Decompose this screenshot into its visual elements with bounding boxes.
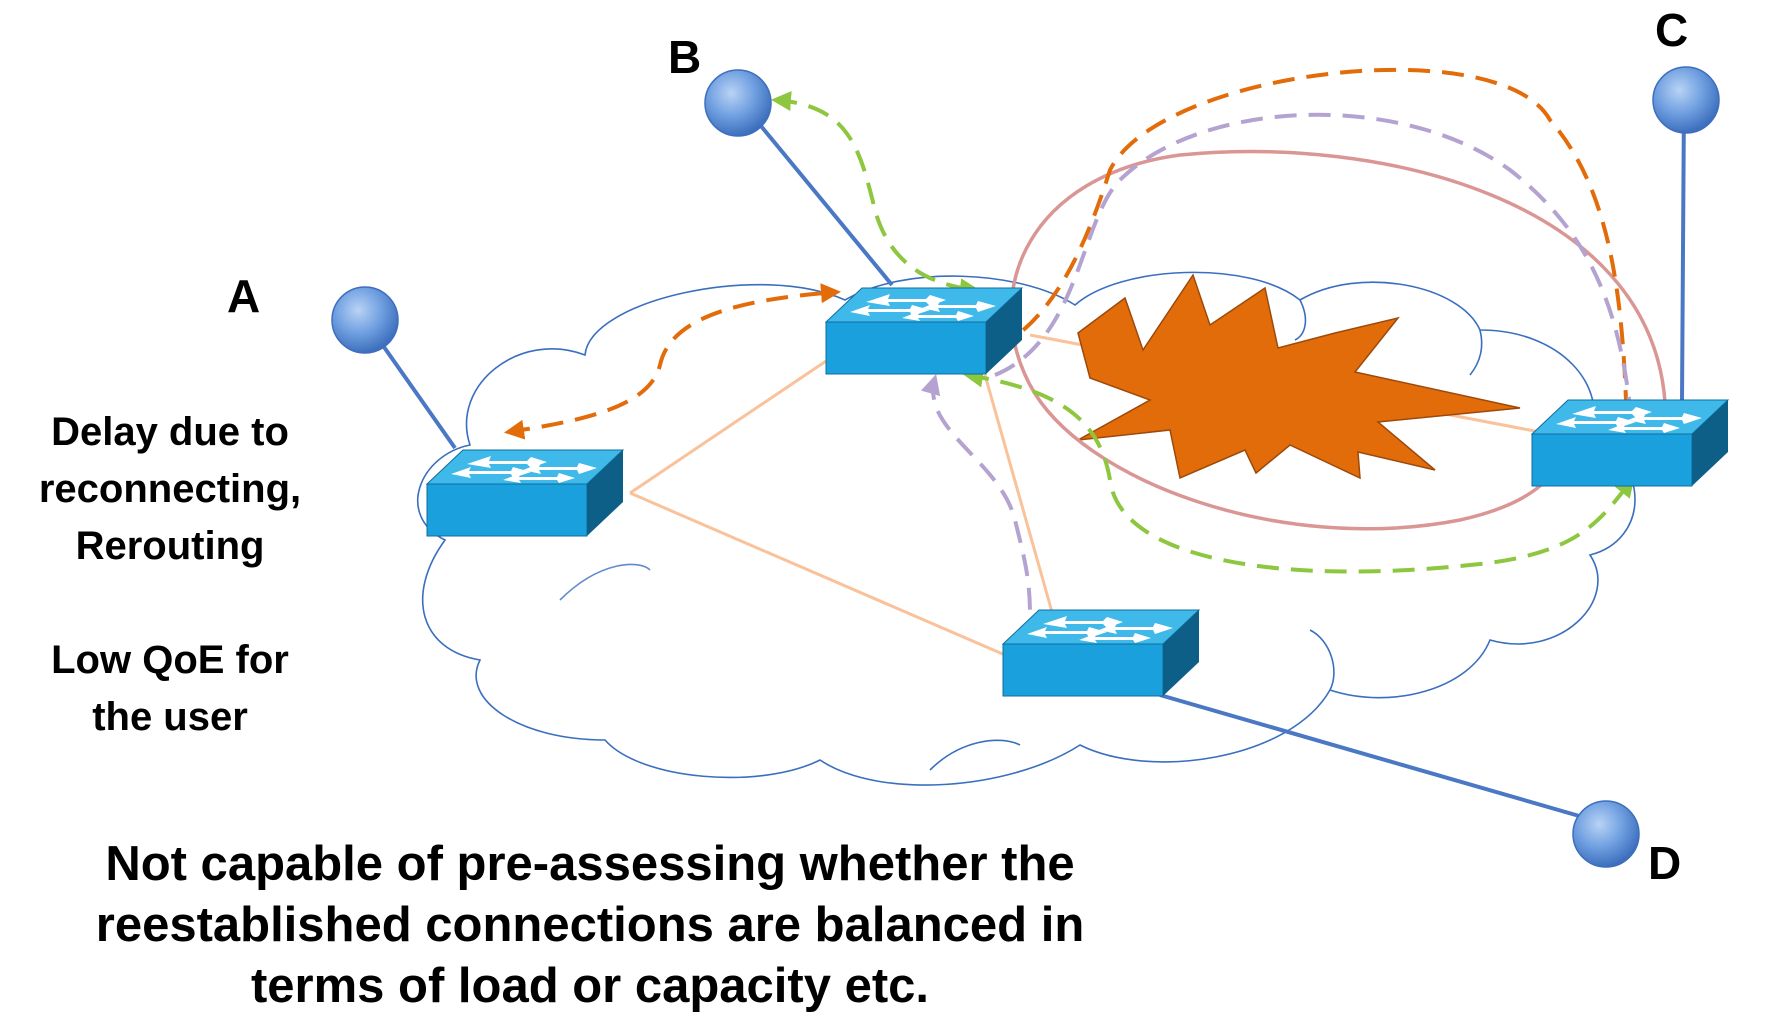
qoe-note: Low QoE for the user [0, 632, 340, 746]
label-node-a: A [227, 270, 260, 322]
limitation-note-line: Not capable of pre-assessing whether the [105, 837, 1075, 891]
delay-note-line: reconnecting, [38, 467, 302, 511]
switch-a [426, 449, 624, 537]
delay-note-line: Rerouting [75, 524, 265, 568]
network-cloud [417, 271, 1636, 786]
host-d [1572, 800, 1640, 868]
limitation-note-line: terms of load or capacity etc. [250, 959, 930, 1013]
switch-b [825, 287, 1023, 375]
path-green-hostb [771, 91, 980, 299]
qoe-note-line: the user [92, 695, 248, 739]
host-b [704, 69, 772, 137]
switch-d [1002, 609, 1200, 697]
path-purple [920, 374, 1032, 616]
path-purple-over [994, 112, 1645, 484]
label-node-d: D [1648, 837, 1681, 889]
host-a [331, 286, 399, 354]
delay-note: Delay due to reconnecting, Rerouting [0, 404, 340, 575]
qoe-note-line: Low QoE for [51, 638, 289, 682]
link-failure-burst [1077, 273, 1521, 480]
link-a-d [629, 491, 1006, 657]
link-d-host [1159, 693, 1601, 824]
link-c-host [1680, 96, 1686, 403]
path-orange-ab [504, 283, 841, 440]
limitation-note-line: reestablished connections are balanced i… [95, 898, 1085, 952]
limitation-note: Not capable of pre-assessing whether the… [20, 834, 1160, 1017]
label-node-b: B [668, 31, 701, 83]
delay-note-line: Delay due to [51, 410, 289, 454]
label-node-c: C [1655, 4, 1688, 56]
host-c [1652, 66, 1720, 134]
switch-c [1531, 399, 1729, 487]
link-b-d [983, 374, 1054, 613]
link-a-b [629, 353, 836, 495]
path-orange-bc [959, 67, 1638, 474]
path-green-bc [963, 367, 1635, 574]
